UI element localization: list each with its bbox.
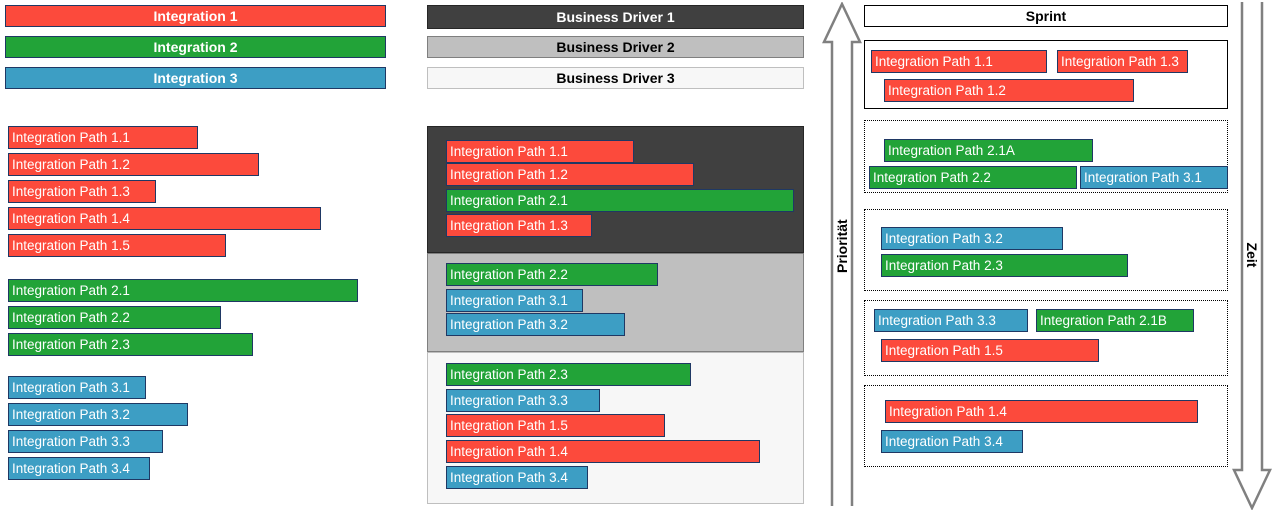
integration-path-bar[interactable]: Integration Path 1.3 [1057, 50, 1188, 73]
integration-path-bar[interactable]: Integration Path 2.1 [446, 189, 794, 212]
legend-bar-integration-2[interactable]: Integration 2 [5, 36, 386, 58]
integration-path-bar[interactable]: Integration Path 3.1 [446, 289, 583, 312]
priority-arrow-icon [822, 2, 862, 506]
integration-path-bar[interactable]: Integration Path 1.1 [446, 140, 634, 163]
bar-label: Integration Path 1.5 [450, 417, 568, 433]
integration-path-bar[interactable]: Integration Path 3.3 [8, 430, 163, 453]
business-driver-header-2[interactable]: Business Driver 2 [427, 36, 804, 58]
integration-path-bar[interactable]: Integration Path 3.2 [881, 227, 1063, 250]
integration-path-bar[interactable]: Integration Path 2.1A [884, 139, 1093, 162]
integration-path-bar[interactable]: Integration Path 3.4 [8, 457, 150, 480]
business-driver-header-1[interactable]: Business Driver 1 [427, 5, 804, 29]
bar-label: Integration Path 3.2 [885, 230, 1003, 246]
bar-label: Integration Path 1.1 [875, 53, 993, 69]
bar-label: Integration Path 3.4 [885, 433, 1003, 449]
bar-label: Integration Path 2.2 [450, 266, 568, 282]
bar-label: Integration Path 2.2 [873, 169, 991, 185]
business-driver-label: Business Driver 1 [556, 9, 675, 25]
bar-label: Integration Path 3.1 [450, 292, 568, 308]
legend-bar-label: Integration 3 [153, 70, 238, 86]
integration-path-bar[interactable]: Integration Path 3.2 [446, 313, 625, 336]
integration-path-bar[interactable]: Integration Path 1.2 [446, 163, 694, 186]
bar-label: Integration Path 1.3 [1061, 53, 1179, 69]
integration-path-bar[interactable]: Integration Path 2.3 [446, 363, 691, 386]
integration-path-bar[interactable]: Integration Path 1.5 [446, 414, 665, 437]
bar-label: Integration Path 1.4 [12, 210, 130, 226]
bar-label: Integration Path 1.1 [12, 129, 130, 145]
bar-label: Integration Path 2.3 [450, 366, 568, 382]
integration-path-bar[interactable]: Integration Path 1.5 [8, 234, 226, 257]
integration-path-bar[interactable]: Integration Path 2.3 [881, 254, 1128, 277]
business-driver-header-3[interactable]: Business Driver 3 [427, 67, 804, 89]
integration-path-bar[interactable]: Integration Path 1.3 [446, 214, 592, 237]
bar-label: Integration Path 1.1 [450, 143, 568, 159]
bar-label: Integration Path 3.4 [450, 469, 568, 485]
bar-label: Integration Path 2.2 [12, 309, 130, 325]
bar-label: Integration Path 1.5 [12, 237, 130, 253]
bar-label: Integration Path 3.3 [450, 392, 568, 408]
integration-path-bar[interactable]: Integration Path 1.1 [8, 126, 198, 149]
bar-label: Integration Path 3.2 [12, 406, 130, 422]
bar-label: Integration Path 3.1 [1084, 169, 1202, 185]
bar-label: Integration Path 2.3 [885, 257, 1003, 273]
business-driver-label: Business Driver 3 [556, 70, 675, 86]
bar-label: Integration Path 1.4 [450, 443, 568, 459]
integration-path-bar[interactable]: Integration Path 3.3 [874, 309, 1028, 332]
bar-label: Integration Path 1.5 [885, 342, 1003, 358]
integration-path-bar[interactable]: Integration Path 1.4 [8, 207, 321, 230]
priority-arrow-label: Priorität [834, 219, 850, 273]
integration-path-bar[interactable]: Integration Path 1.2 [8, 153, 259, 176]
time-arrow-label: Zeit [1244, 242, 1260, 268]
integration-path-bar[interactable]: Integration Path 2.2 [869, 166, 1077, 189]
bar-label: Integration Path 2.1 [450, 192, 568, 208]
integration-path-bar[interactable]: Integration Path 1.1 [871, 50, 1047, 73]
integration-path-bar[interactable]: Integration Path 3.1 [8, 376, 146, 399]
bar-label: Integration Path 1.3 [12, 183, 130, 199]
integration-path-bar[interactable]: Integration Path 3.4 [446, 466, 588, 489]
legend-bar-integration-3[interactable]: Integration 3 [5, 67, 386, 89]
integration-path-bar[interactable]: Integration Path 2.1B [1036, 309, 1194, 332]
sprint-5-box [864, 385, 1228, 467]
integration-path-bar[interactable]: Integration Path 1.4 [446, 440, 760, 463]
bar-label: Integration Path 2.3 [12, 336, 130, 352]
bar-label: Integration Path 3.1 [12, 379, 130, 395]
legend-bar-label: Integration 2 [153, 39, 238, 55]
time-arrow-icon [1232, 2, 1272, 510]
sprint-header: Sprint [864, 5, 1228, 27]
bar-label: Integration Path 1.2 [12, 156, 130, 172]
legend-bar-integration-1[interactable]: Integration 1 [5, 5, 386, 27]
legend-bar-label: Integration 1 [153, 8, 238, 24]
bar-label: Integration Path 1.2 [450, 166, 568, 182]
integration-path-bar[interactable]: Integration Path 1.5 [881, 339, 1099, 362]
bar-label: Integration Path 3.3 [12, 433, 130, 449]
integration-path-bar[interactable]: Integration Path 3.3 [446, 389, 600, 412]
bar-label: Integration Path 3.3 [878, 312, 996, 328]
business-driver-label: Business Driver 2 [556, 39, 675, 55]
integration-path-bar[interactable]: Integration Path 1.2 [884, 79, 1134, 102]
bar-label: Integration Path 3.2 [450, 316, 568, 332]
integration-path-bar[interactable]: Integration Path 2.1 [8, 279, 358, 302]
bar-label: Integration Path 2.1A [888, 142, 1015, 158]
integration-path-bar[interactable]: Integration Path 3.2 [8, 403, 188, 426]
bar-label: Integration Path 2.1B [1040, 312, 1167, 328]
integration-path-bar[interactable]: Integration Path 2.3 [8, 333, 253, 356]
bar-label: Integration Path 1.3 [450, 217, 568, 233]
bar-label: Integration Path 1.2 [888, 82, 1006, 98]
bar-label: Integration Path 2.1 [12, 282, 130, 298]
integration-path-bar[interactable]: Integration Path 3.1 [1080, 166, 1228, 189]
bar-label: Integration Path 1.4 [889, 403, 1007, 419]
integration-path-bar[interactable]: Integration Path 2.2 [8, 306, 221, 329]
sprint-3-box [864, 209, 1228, 291]
bar-label: Integration Path 3.4 [12, 460, 130, 476]
integration-path-bar[interactable]: Integration Path 1.4 [885, 400, 1198, 423]
integration-path-bar[interactable]: Integration Path 3.4 [881, 430, 1023, 453]
integration-path-bar[interactable]: Integration Path 1.3 [8, 180, 156, 203]
integration-path-bar[interactable]: Integration Path 2.2 [446, 263, 658, 286]
